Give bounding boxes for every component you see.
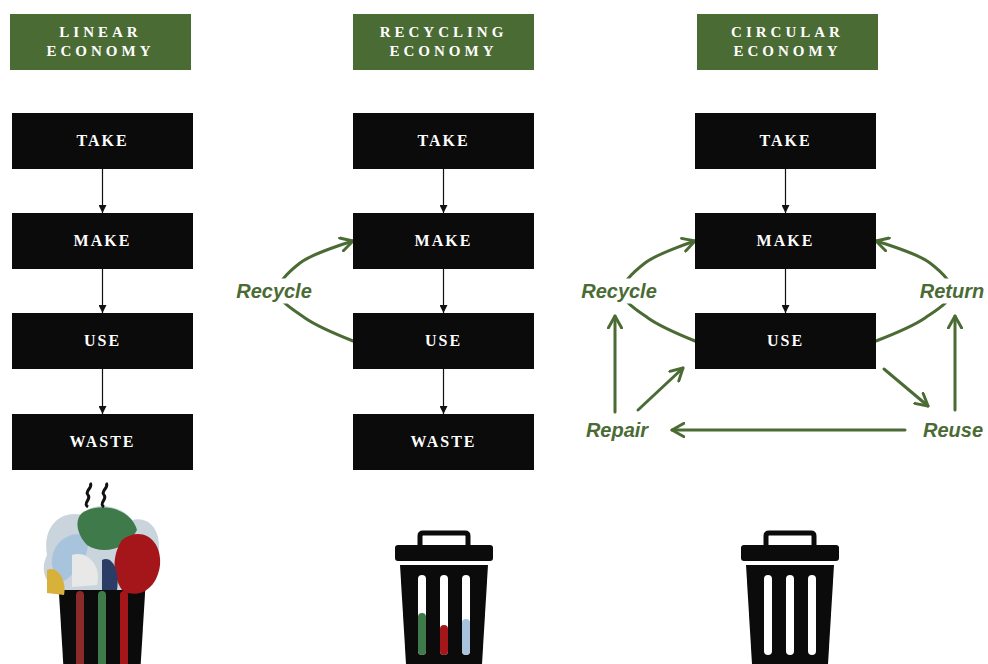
stage-box: USE: [695, 313, 876, 369]
edge-label: Return: [917, 279, 987, 304]
node-text: WASTE: [69, 433, 135, 451]
flow-arrow: [102, 169, 103, 213]
stage-box: TAKE: [695, 113, 876, 169]
flow-arrow: [954, 316, 957, 410]
bin-contents: [418, 613, 426, 655]
stage-box: MAKE: [353, 213, 534, 269]
bin-handle: [766, 533, 814, 545]
node-text: LINEAR ECONOMY: [20, 23, 181, 61]
stage-box: MAKE: [12, 213, 193, 269]
flow-arrows: [615, 316, 955, 430]
economy-header: CIRCULAR ECONOMY: [697, 14, 878, 70]
empty-bin: [741, 533, 839, 664]
economy-header: LINEAR ECONOMY: [10, 14, 191, 70]
cloth: [72, 554, 98, 587]
flow-arrow: [443, 369, 444, 414]
bin-slot: [440, 575, 448, 655]
flow-arrow: [638, 368, 683, 410]
smell-line: [102, 483, 107, 507]
edge-label: Recycle: [578, 279, 660, 304]
flow-arrow: [884, 369, 928, 406]
bin-contents: [440, 625, 448, 655]
stage-box: USE: [353, 313, 534, 369]
bin-lid: [741, 545, 839, 561]
flow-label: Reuse: [920, 418, 986, 443]
bin-slot: [764, 575, 772, 655]
node-text: TAKE: [76, 132, 128, 150]
node-text: CIRCULAR ECONOMY: [707, 23, 868, 61]
connector-layer: [103, 169, 953, 414]
bin-handle: [420, 533, 468, 545]
flow-arrow: [102, 269, 103, 313]
flow-label: Repair: [583, 418, 651, 443]
partly-filled-bin: [395, 533, 493, 664]
flow-arrow: [443, 269, 444, 313]
flow-arrow: [614, 316, 617, 412]
cloth: [47, 569, 65, 595]
cloth: [115, 534, 161, 594]
stage-box: WASTE: [353, 414, 534, 470]
bin-slot: [76, 591, 84, 664]
bin-contents: [462, 619, 470, 655]
smell-line: [86, 483, 91, 507]
flow-arrow: [785, 269, 786, 313]
stage-box: TAKE: [12, 113, 193, 169]
node-text: TAKE: [417, 132, 469, 150]
flow-arrow: [102, 369, 103, 414]
node-text: USE: [84, 332, 121, 350]
stage-box: USE: [12, 313, 193, 369]
bin-slot: [786, 575, 794, 655]
node-text: TAKE: [759, 132, 811, 150]
overflowing-bin: [44, 483, 160, 664]
economy-header: RECYCLING ECONOMY: [353, 14, 534, 70]
bin-slot: [418, 575, 426, 655]
bin-body: [400, 565, 488, 664]
stage-box: MAKE: [695, 213, 876, 269]
bin-slot: [808, 575, 816, 655]
bin-lid: [395, 545, 493, 561]
flow-arrow: [672, 429, 905, 432]
stage-box: TAKE: [353, 113, 534, 169]
cloth: [102, 559, 118, 590]
node-text: MAKE: [757, 232, 815, 250]
node-text: USE: [767, 332, 804, 350]
node-text: USE: [425, 332, 462, 350]
node-text: MAKE: [415, 232, 473, 250]
node-text: MAKE: [74, 232, 132, 250]
edge-label: Recycle: [233, 279, 315, 304]
bin-slot: [98, 591, 106, 664]
flow-arrow: [785, 169, 786, 213]
node-text: RECYCLING ECONOMY: [363, 23, 524, 61]
bin-slot: [120, 591, 128, 664]
bin-slot: [462, 575, 470, 655]
stage-box: WASTE: [12, 414, 193, 470]
flow-arrow: [443, 169, 444, 213]
node-text: WASTE: [410, 433, 476, 451]
bin-body: [746, 565, 834, 664]
